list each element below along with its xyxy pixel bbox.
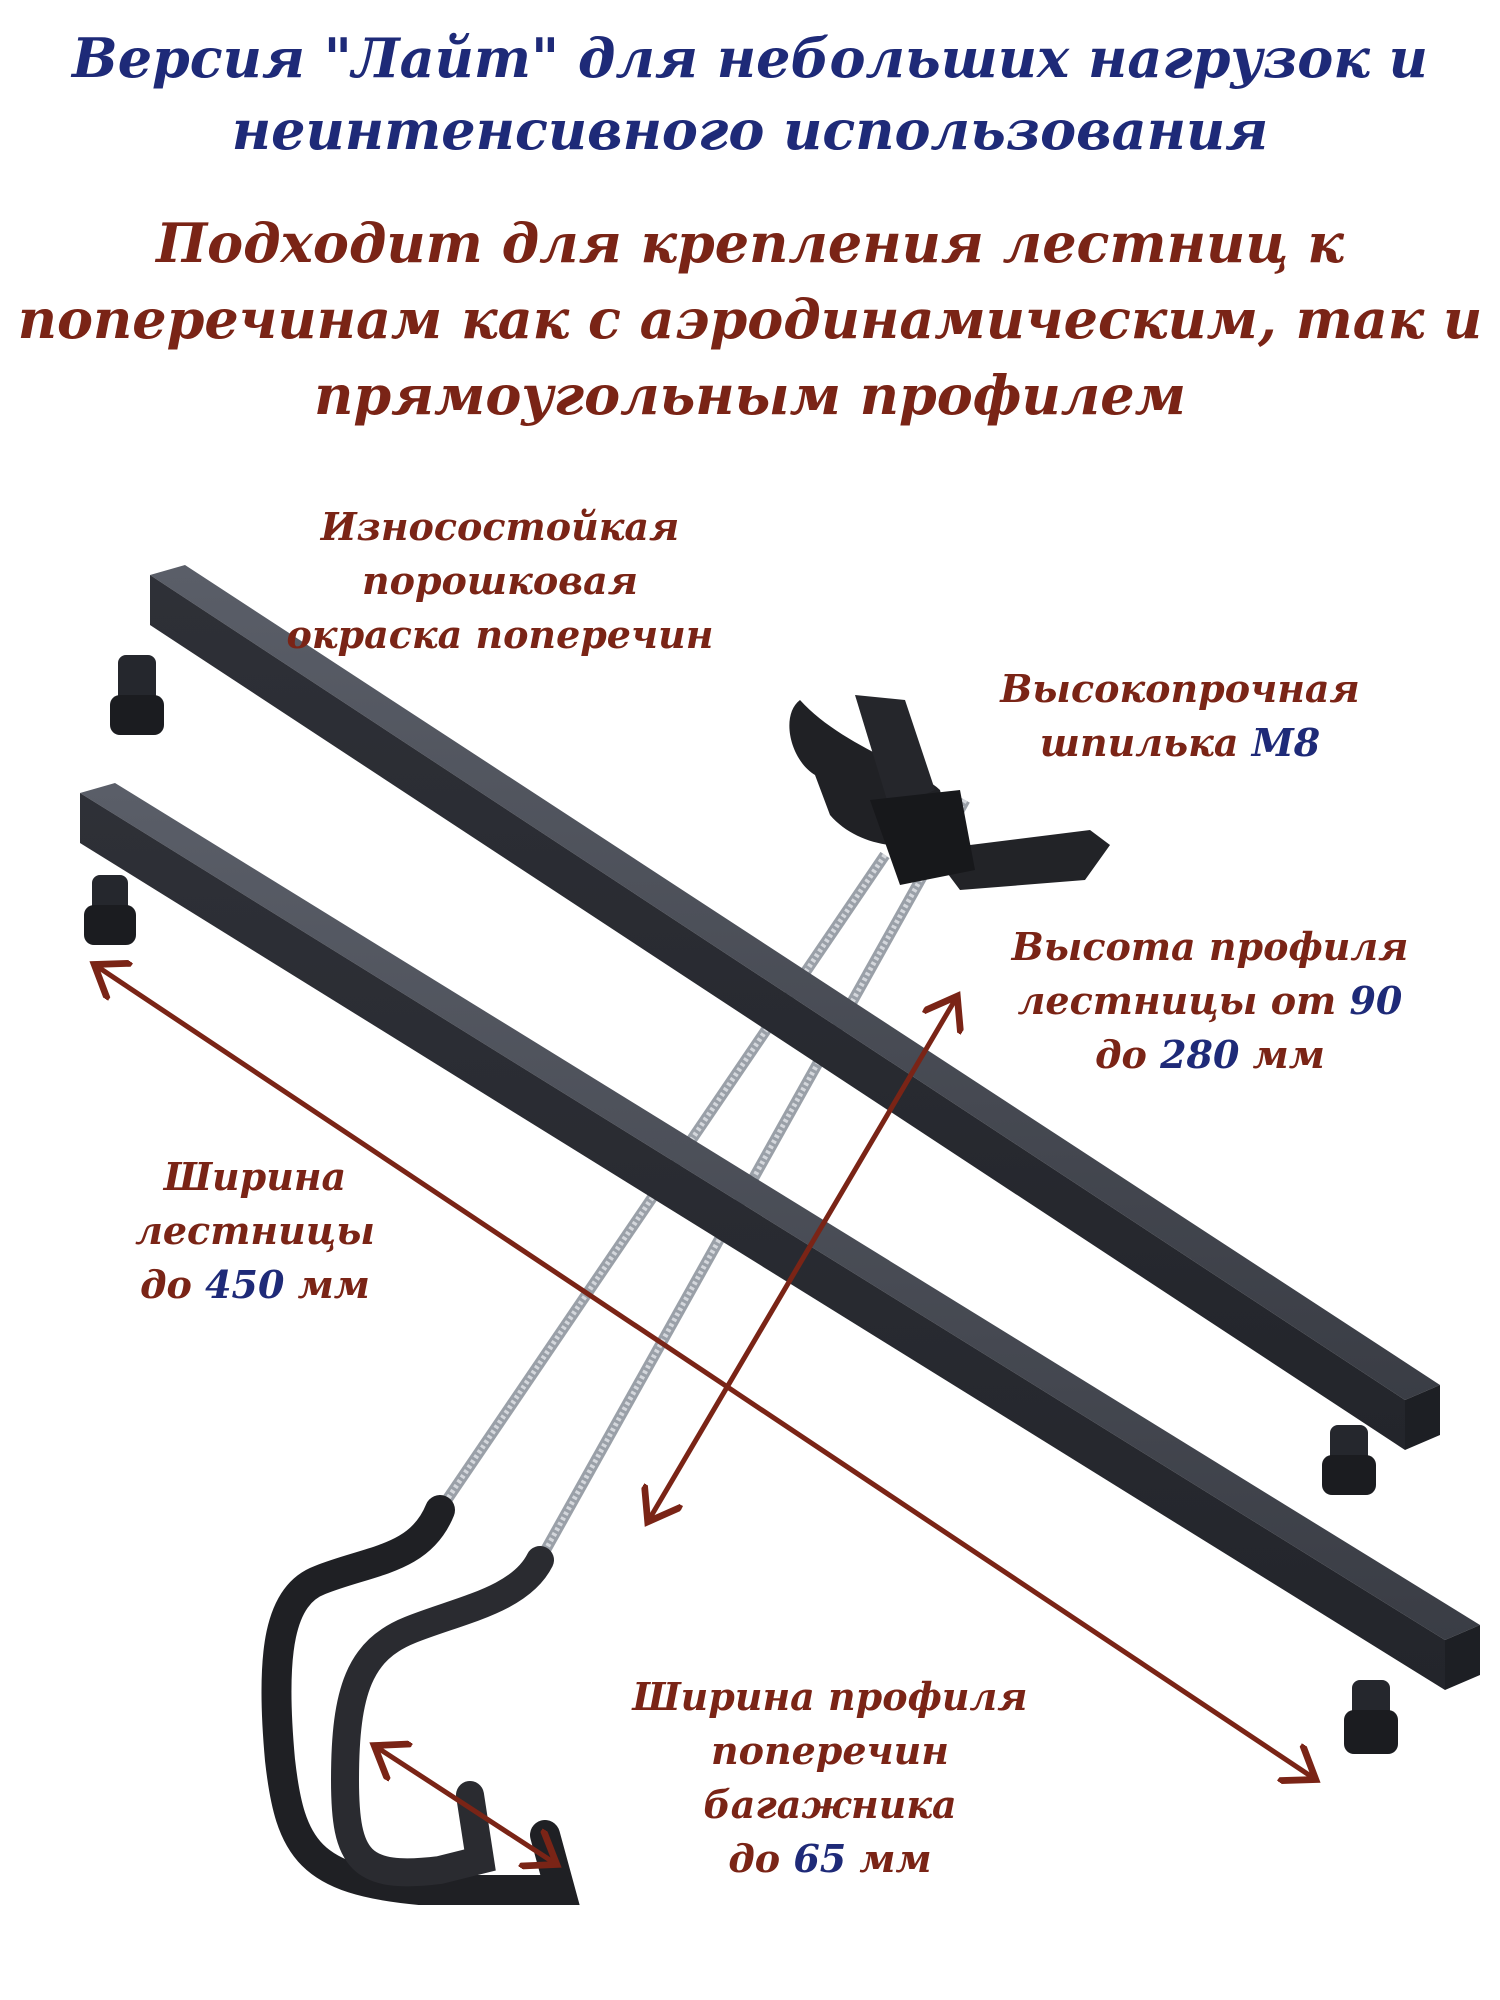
dimension-arrows — [98, 967, 1312, 1862]
width-line-2: до 450 мм — [55, 1258, 455, 1312]
height-max: 280 — [1160, 1032, 1240, 1077]
height-unit: мм — [1239, 1032, 1325, 1077]
height-min: 90 — [1349, 978, 1403, 1023]
bar-profile-line-3: до 65 мм — [600, 1832, 1060, 1886]
ladder-height-arrow — [650, 1000, 955, 1518]
stud-size: М8 — [1251, 720, 1321, 765]
subtitle-line-3: прямоугольным профилем — [314, 363, 1186, 427]
height-line-3: до 280 мм — [1010, 1028, 1410, 1082]
stud-callout: Высокопрочная шпилька М8 — [1000, 662, 1360, 770]
height-callout: Высота профиля лестницы от 90 до 280 мм — [1010, 920, 1410, 1082]
bar-profile-line-2: поперечин багажника — [703, 1728, 957, 1827]
coating-line-1: Износостойкая порошковая — [320, 504, 680, 603]
bar-profile-max: 65 — [793, 1836, 847, 1881]
coating-line-2: окраска поперечин — [286, 612, 714, 657]
width-unit: мм — [284, 1262, 370, 1307]
bar-profile-line-3-pre: до — [728, 1836, 794, 1881]
width-max: 450 — [205, 1262, 285, 1307]
stud-line-2: шпилька М8 — [1000, 716, 1360, 770]
bar-profile-unit: мм — [846, 1836, 932, 1881]
width-callout: Ширина лестницы до 450 мм — [55, 1150, 455, 1312]
subtitle-line-1: Подходит для крепления лестниц к — [156, 211, 1344, 275]
stud-line-2-text: шпилька — [1039, 720, 1252, 765]
bar-profile-callout: Ширина профиля поперечин багажника до 65… — [600, 1670, 1060, 1886]
height-line-2-text: лестницы от — [1017, 978, 1350, 1023]
height-line-3-pre: до — [1095, 1032, 1161, 1077]
height-line-1: Высота профиля — [1011, 924, 1409, 969]
title-block: Версия "Лайт" для небольших нагрузок и н… — [0, 22, 1500, 166]
width-line-2-pre: до — [140, 1262, 206, 1307]
title-line-1: Версия "Лайт" для небольших нагрузок и — [72, 26, 1428, 90]
wing-knob — [789, 695, 1110, 890]
subtitle-block: Подходит для крепления лестниц к попереч… — [0, 205, 1500, 433]
width-line-1: Ширина лестницы — [135, 1154, 375, 1253]
bar-profile-arrow — [378, 1748, 553, 1862]
hooks — [261, 1495, 580, 1905]
stud-line-1: Высокопрочная — [1000, 666, 1360, 711]
coating-callout: Износостойкая порошковая окраска попереч… — [205, 500, 795, 662]
subtitle-line-2: поперечинам как с аэродинамическим, так … — [17, 287, 1483, 351]
title-line-2: неинтенсивного использования — [231, 98, 1269, 162]
height-line-2: лестницы от 90 — [1010, 974, 1410, 1028]
bar-profile-line-1: Ширина профиля — [632, 1674, 1028, 1719]
